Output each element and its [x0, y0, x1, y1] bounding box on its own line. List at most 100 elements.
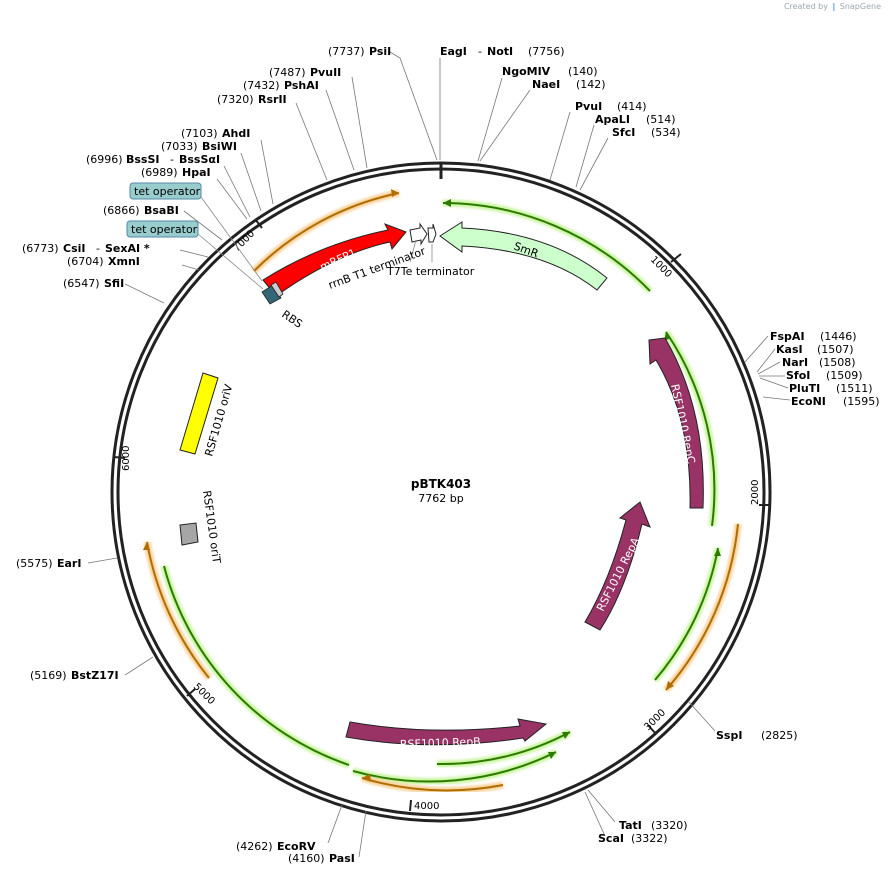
svg-text:(7756): (7756): [528, 45, 565, 58]
arc-green-top: [442, 199, 653, 294]
tet-operator-1-label: tet operator: [134, 185, 201, 198]
svg-text:BsaBI: BsaBI: [144, 204, 179, 217]
feature-RepA[interactable]: RSF1010 RepA: [584, 501, 651, 631]
svg-text:BssSαI: BssSαI: [179, 153, 220, 166]
site-pshAI[interactable]: (7432) PshAI: [243, 79, 319, 92]
svg-text:(1511): (1511): [836, 382, 873, 395]
svg-text:(7320): (7320): [217, 93, 254, 106]
feature-RepC[interactable]: RSF1010 RepC: [648, 337, 704, 509]
snapgene-logo-icon: ❙: [830, 2, 838, 11]
site-xmnI[interactable]: (6704) XmnI: [67, 255, 140, 268]
site-pluTI[interactable]: PluTI (1511): [789, 382, 873, 395]
site-pvuI[interactable]: PvuI (414): [575, 100, 647, 113]
svg-text:(6773): (6773): [22, 242, 59, 255]
svg-text:PvuI: PvuI: [575, 100, 602, 113]
site-naeI[interactable]: NaeI (142): [532, 78, 606, 91]
svg-text:TatI: TatI: [619, 819, 642, 832]
tick-6000: 6000: [113, 446, 132, 471]
site-kasI[interactable]: KasI (1507): [776, 343, 854, 356]
site-econI[interactable]: EcoNI (1595): [791, 395, 880, 408]
site-earI[interactable]: (5575) EarI: [16, 557, 81, 570]
svg-text:(1507): (1507): [817, 343, 854, 356]
svg-text:NarI: NarI: [782, 356, 808, 369]
svg-text:(6704): (6704): [67, 255, 104, 268]
feature-SmR[interactable]: SmR: [439, 221, 608, 291]
svg-text:PasI: PasI: [329, 852, 355, 865]
site-eagI-notI[interactable]: EagI - NotI (7756): [440, 45, 565, 58]
svg-text:-: -: [170, 153, 174, 166]
tick-6000-label: 6000: [121, 446, 132, 471]
tick-5000: 5000: [186, 681, 217, 707]
site-tatI[interactable]: TatI (3320): [619, 819, 688, 832]
svg-text:(7432): (7432): [243, 79, 280, 92]
tick-2000-label: 2000: [750, 480, 761, 505]
site-bsaBI[interactable]: (6866) BsaBI: [103, 204, 179, 217]
svg-text:SfcI: SfcI: [612, 126, 635, 139]
svg-text:(1508): (1508): [819, 356, 856, 369]
svg-text:(2825): (2825): [761, 729, 798, 742]
svg-text:EarI: EarI: [57, 557, 81, 570]
site-sfcI[interactable]: SfcI (534): [612, 126, 681, 139]
plasmid-size: 7762 bp: [418, 492, 463, 505]
site-rsrII[interactable]: (7320) RsrII: [217, 93, 287, 106]
svg-text:NgoMIV: NgoMIV: [502, 65, 551, 78]
feature-T7Te-terminator: T7Te terminator: [386, 223, 475, 278]
site-csiI[interactable]: (6773) CsiI - SexAI *: [22, 242, 150, 255]
svg-text:(4160): (4160): [288, 852, 325, 865]
site-pasI[interactable]: (4160) PasI: [288, 852, 355, 865]
tick-2000: 2000: [750, 480, 770, 506]
svg-text:SfoI: SfoI: [786, 369, 810, 382]
site-sfiI[interactable]: (6547) SfiI: [63, 277, 124, 290]
svg-text:BsiWI: BsiWI: [202, 140, 237, 153]
site-fspAI[interactable]: FspAI (1446): [770, 330, 857, 343]
svg-text:CsiI: CsiI: [63, 242, 85, 255]
svg-text:PshAI: PshAI: [284, 79, 319, 92]
site-bssSI[interactable]: (6996) BssSI - BssSαI: [86, 153, 220, 166]
site-narI[interactable]: NarI (1508): [782, 356, 856, 369]
svg-text:(6866): (6866): [103, 204, 140, 217]
site-scaI[interactable]: ScaI (3322): [598, 832, 668, 845]
tick-1000-label: 1000: [648, 254, 674, 280]
arc-orange-right: [663, 523, 742, 693]
svg-text:BssSI: BssSI: [126, 153, 160, 166]
svg-text:BstZ17I: BstZ17I: [71, 669, 119, 682]
site-apaLI[interactable]: ApaLI (514): [595, 113, 676, 126]
feature-RepB[interactable]: RSF1010 RepB: [345, 718, 548, 751]
site-hpaI[interactable]: (6989) HpaI: [141, 166, 211, 179]
feature-oriV[interactable]: RSF1010 oriV: [179, 372, 235, 458]
site-ngomiv[interactable]: NgoMIV (140): [502, 65, 598, 78]
site-pvuII[interactable]: (7487) PvuII: [269, 66, 341, 79]
plasmid-name: pBTK403: [411, 477, 471, 491]
tick-7000-label: 7000: [231, 228, 257, 254]
svg-text:(142): (142): [576, 78, 606, 91]
svg-text:(6989): (6989): [141, 166, 178, 179]
tick-4000-label: 4000: [414, 801, 439, 812]
svg-text:SexAI *: SexAI *: [105, 242, 150, 255]
restriction-sites: (7737) PsiI EagI - NotI (7756) NgoMIV (1…: [16, 45, 880, 865]
svg-text:(514): (514): [646, 113, 676, 126]
svg-text:XmnI: XmnI: [108, 255, 140, 268]
svg-text:(3320): (3320): [651, 819, 688, 832]
tet-operator-1[interactable]: tet operator: [129, 182, 263, 282]
arc-green-left: [160, 565, 351, 769]
svg-text:(414): (414): [617, 100, 647, 113]
site-sfoI[interactable]: SfoI (1509): [786, 369, 863, 382]
site-psiI[interactable]: (7737) PsiI: [328, 45, 391, 58]
site-ahdI[interactable]: (7103) AhdI: [181, 127, 250, 140]
site-bsiWI[interactable]: (7033) BsiWI: [161, 140, 237, 153]
feature-oriT[interactable]: RSF1010 oriT: [179, 490, 223, 565]
site-sspI[interactable]: SspI (2825): [716, 729, 798, 742]
tet-operator-2[interactable]: tet operator: [126, 220, 264, 290]
tick-3000: 3000: [642, 707, 668, 735]
svg-text:(4262): (4262): [236, 840, 273, 853]
site-ecoRV[interactable]: (4262) EcoRV: [236, 840, 316, 853]
rbs-label: RBS: [279, 308, 305, 331]
arc-orange-left: [143, 541, 212, 681]
site-bstZ17I[interactable]: (5169) BstZ17I: [30, 669, 119, 682]
svg-text:(7033): (7033): [161, 140, 198, 153]
svg-text:NotI: NotI: [487, 45, 513, 58]
svg-text:(1595): (1595): [843, 395, 880, 408]
svg-text:FspAI: FspAI: [770, 330, 805, 343]
watermark-prefix: Created by: [783, 2, 828, 11]
